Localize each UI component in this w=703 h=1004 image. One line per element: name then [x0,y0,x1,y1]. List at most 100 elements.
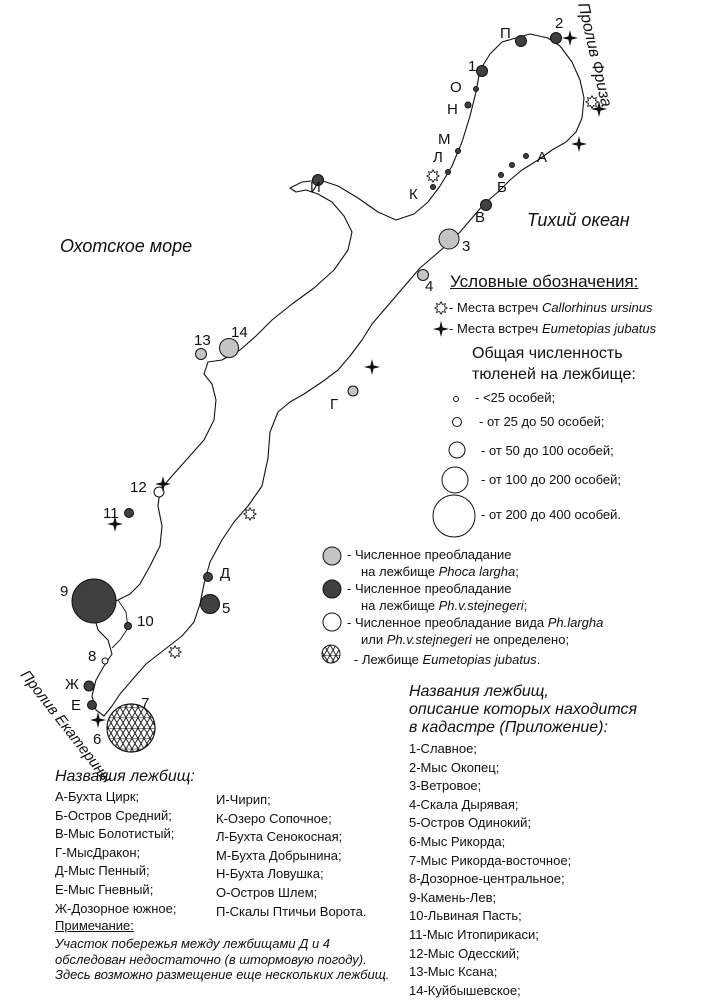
legend-undetermined-icon [322,612,342,632]
site-label-I: И [310,179,321,196]
rookery-G-marker[interactable] [347,385,359,397]
category-stej-line1: - Численное преобладание [347,581,512,596]
rookery-N-marker[interactable] [464,101,472,109]
rookery-name: Г-МысДракон; [55,844,141,860]
rookery-8-marker[interactable] [101,657,109,665]
rookery-4-marker[interactable] [417,269,429,281]
category-largha-species: Phoca largha [438,564,516,579]
site-label-8: 8 [88,648,96,665]
rookery-K-marker[interactable] [430,184,436,190]
category-undet-or: или [361,632,387,647]
site-label-7: 7 [141,695,149,712]
callorhinus-star-icon [243,507,257,521]
rookery-5-marker[interactable] [200,594,220,614]
site-label-14: 14 [231,324,248,341]
rookery-10-marker[interactable] [124,622,132,630]
cadastre-item: 3-Ветровое; [409,778,482,794]
site-label-ZH: Ж [65,676,79,693]
rookery-V-marker[interactable] [480,199,492,211]
legend-size-2-icon [452,417,462,427]
rookery-11-marker[interactable] [124,508,134,518]
rookery-B-marker[interactable] [498,172,504,178]
category-undetermined: - Численное преобладание вида Ph.largha … [347,614,603,648]
rookery-A-marker[interactable] [523,153,529,159]
rookery-D-marker[interactable] [203,572,213,582]
category-undet-prefix: - Численное преобладание вида [347,615,548,630]
rookery-P-marker[interactable] [515,35,527,47]
site-label-E: Е [71,697,81,714]
legend-eumetopias: - Места встреч Eumetopias jubatus [449,321,656,336]
sea-pacific-label: Тихий океан [527,210,630,230]
rookery-M-marker[interactable] [455,148,461,154]
callorhinus-star-icon [426,169,440,183]
rookery-name: О-Остров Шлем; [216,884,318,900]
rookery-13-marker[interactable] [195,348,207,360]
legend-size-4-icon [441,466,469,494]
sea-okhotsk-label: Охотское море [60,236,192,256]
note-title: Примечание: [55,918,134,933]
rookery-A2-marker[interactable] [509,162,515,168]
rookery-name: Е-Мыс Гневный; [55,881,154,897]
site-label-L: Л [433,149,443,166]
site-label-O: О [450,79,462,96]
site-label-12: 12 [130,479,147,496]
site-label-5: 5 [222,600,230,617]
population-title-2: тюленей на лежбище: [472,366,636,383]
rookery-name: В-Мыс Болотистый; [55,826,175,842]
rookery-name: Ж-Дозорное южное; [55,900,177,916]
rookery-ZH-marker[interactable] [83,680,95,692]
cadastre-item: 2-Мыс Окопец; [409,759,500,775]
site-label-11: 11 [103,505,119,522]
site-label-M: М [438,131,451,148]
category-undet-suffix: не определено; [471,632,570,647]
category-stej-suffix: ; [523,598,528,613]
rookery-name: П-Скалы Птичьи Ворота. [216,903,367,919]
site-label-13: 13 [194,332,211,349]
category-largha-line2: на лежбище Phoca largha; [347,563,519,580]
rookery-E-marker[interactable] [87,700,97,710]
legend-size-3-icon [448,441,466,459]
cadastre-item: 7-Мыс Рикорда-восточное; [409,852,572,868]
category-stej-species: Ph.v.stejnegeri [438,598,524,613]
site-label-G: Г [330,396,338,413]
category-largha-suffix: ; [515,564,519,579]
rookery-12-marker[interactable] [153,486,165,498]
legend-callorhinus-species: Callorhinus ursinus [541,300,653,315]
eumetopias-star-icon [562,30,578,46]
site-label-P: П [500,25,511,42]
legend-eumetopias-prefix: - Места встреч [449,321,542,336]
cadastre-item: 1-Славное; [409,741,477,756]
rookery-1-marker[interactable] [476,65,488,77]
note-text: Участок побережья между лежбищами Д и 4 … [55,936,390,982]
legend-size-5-icon [432,494,476,538]
rookery-14-marker[interactable] [219,338,239,358]
rookery-O-marker[interactable] [473,86,479,92]
rookery-I-marker[interactable] [312,174,324,186]
rookery-2-marker[interactable] [550,32,562,44]
rookery-name: И-Чирип; [216,792,271,807]
category-undet-species2: Ph.v.stejnegeri [386,632,472,647]
rookery-name: К-Озеро Сопочное; [216,810,332,826]
category-largha-prefix: на лежбище [361,564,439,579]
legend-callorhinus-prefix: - Места встреч [449,300,542,315]
cadastre-item: 14-Куйбышевское; [409,982,521,998]
rookery-9-marker[interactable] [71,578,117,624]
rookery-7-marker[interactable] [106,703,156,753]
cadastre-item: 5-Остров Одинокий; [409,815,532,831]
site-label-B: Б [497,179,507,196]
legend-size-1-icon [453,396,459,402]
legend-eumetopias-rookery-icon [321,644,341,664]
site-label-2: 2 [555,15,563,32]
cadastre-item: 9-Камень-Лев; [409,889,497,905]
legend-callorhinus-icon [434,301,448,315]
cadastre-item: 4-Скала Дырявая; [409,796,519,812]
cadastre-title-1: Названия лежбищ, [409,683,549,700]
rookery-name: Д-Мыс Пенный; [55,863,150,879]
cadastre-item: 12-Мыс Одесский; [409,945,520,961]
population-size-4: - от 100 до 200 особей; [481,472,621,487]
rookery-L-marker[interactable] [445,169,451,175]
cadastre-title-3: в кадастре (Приложение): [409,719,608,736]
callorhinus-star-icon [585,95,599,109]
legend-largha-icon [322,546,342,566]
rookery-3-marker[interactable] [438,228,460,250]
